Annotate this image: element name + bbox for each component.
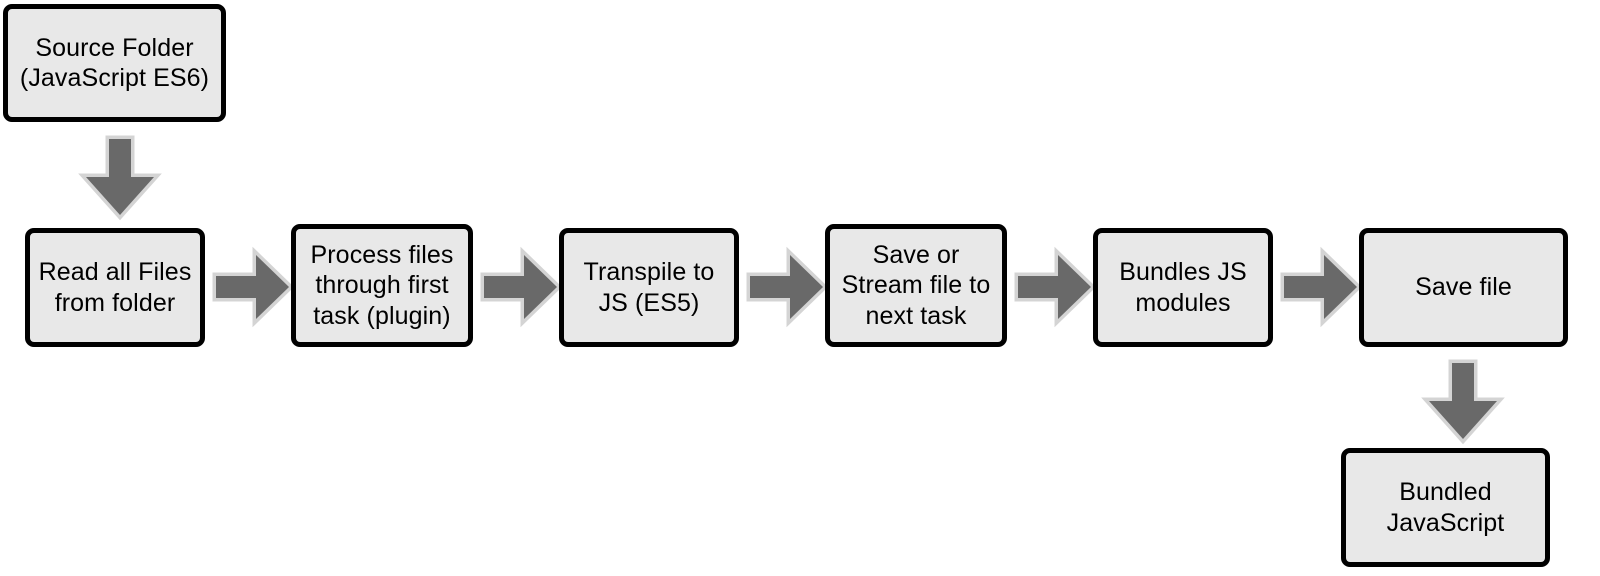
arrow-right-read-to-process bbox=[212, 246, 295, 328]
node-label: Bundled JavaScript bbox=[1386, 478, 1505, 537]
node-save-or-stream[interactable]: Save or Stream file to next task bbox=[825, 224, 1007, 347]
node-source-folder[interactable]: Source Folder (JavaScript ES6) bbox=[3, 4, 226, 122]
node-label: Save or Stream file to next task bbox=[841, 240, 991, 330]
node-label: Save file bbox=[1415, 273, 1512, 302]
arrow-right-save-stream-to-bundles bbox=[1014, 246, 1097, 328]
node-label: Transpile to JS (ES5) bbox=[583, 258, 715, 317]
arrow-right-bundles-to-save-file bbox=[1280, 246, 1363, 328]
node-save-file[interactable]: Save file bbox=[1359, 228, 1568, 347]
node-label: Process files through first task (plugin… bbox=[310, 240, 454, 330]
node-read-all-files[interactable]: Read all Files from folder bbox=[25, 228, 205, 347]
node-bundles-js-modules[interactable]: Bundles JS modules bbox=[1093, 228, 1273, 347]
arrow-down-save-file-to-bundled bbox=[1421, 359, 1505, 445]
node-transpile-to-js[interactable]: Transpile to JS (ES5) bbox=[559, 228, 739, 347]
node-label: Source Folder (JavaScript ES6) bbox=[19, 33, 210, 93]
node-label: Read all Files from folder bbox=[38, 258, 192, 317]
arrow-down-source-to-read bbox=[78, 135, 162, 221]
arrow-right-transpile-to-save-stream bbox=[746, 246, 829, 328]
node-label: Bundles JS modules bbox=[1119, 258, 1247, 317]
node-process-files[interactable]: Process files through first task (plugin… bbox=[291, 224, 473, 347]
node-bundled-javascript[interactable]: Bundled JavaScript bbox=[1341, 448, 1550, 567]
arrow-right-process-to-transpile bbox=[480, 246, 563, 328]
